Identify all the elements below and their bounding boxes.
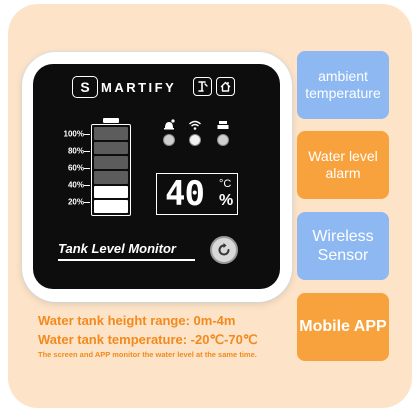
alarm-indicator-light	[163, 134, 175, 146]
spec-temperature: Water tank temperature: -20℃-70℃	[38, 332, 258, 347]
logo-text: MARTIFY	[101, 79, 177, 95]
level-tick	[84, 134, 90, 136]
battery-segment	[94, 170, 128, 184]
level-label: 20%	[67, 197, 84, 207]
tuya-app-icon	[193, 77, 212, 96]
level-tick	[84, 168, 90, 170]
level-tick	[84, 151, 90, 153]
level-label: 80%	[67, 146, 84, 156]
digital-display: 40 °C %	[156, 173, 238, 215]
feature-tile-water-level-alarm: Water level alarm	[297, 131, 389, 199]
feature-tile-ambient-temperature: ambient temperature	[297, 51, 389, 119]
battery-segment	[94, 156, 128, 169]
wifi-icon	[189, 120, 201, 130]
refresh-button[interactable]	[210, 236, 238, 264]
brand-logo: S MARTIFY	[72, 76, 176, 98]
level-label: 100%	[63, 129, 84, 139]
app-icons	[193, 77, 235, 96]
level-label: 40%	[67, 180, 84, 190]
title-underline	[58, 259, 195, 261]
battery-segment	[94, 126, 128, 140]
logo-mark-icon: S	[72, 76, 98, 98]
level-label: 60%	[67, 163, 84, 173]
water-level-gauge	[91, 124, 131, 216]
battery-segment	[94, 200, 128, 213]
display-unit-percent: %	[219, 192, 234, 209]
smart-home-app-icon	[216, 77, 235, 96]
display-value: 40	[165, 174, 205, 214]
wifi-indicator-light	[189, 134, 201, 146]
refresh-icon	[218, 243, 230, 256]
spec-height-range: Water tank height range: 0m-4m	[38, 313, 236, 328]
device-title: Tank Level Monitor	[58, 241, 176, 256]
battery-cap	[103, 118, 119, 123]
battery-segment	[94, 141, 128, 155]
display-unit-temperature: °C	[219, 178, 232, 190]
level-tick	[84, 185, 90, 187]
spec-note: The screen and APP monitor the water lev…	[38, 350, 257, 359]
buzzer-indicator-light	[217, 134, 229, 146]
buzzer-icon	[217, 121, 229, 129]
feature-tile-mobile-app: Mobile APP	[297, 293, 389, 361]
battery-segment	[94, 185, 128, 199]
level-tick	[84, 202, 90, 204]
feature-tile-wireless-sensor: Wireless Sensor	[297, 212, 389, 280]
logo-letter: S	[80, 79, 90, 95]
alarm-bell-icon	[164, 119, 175, 130]
